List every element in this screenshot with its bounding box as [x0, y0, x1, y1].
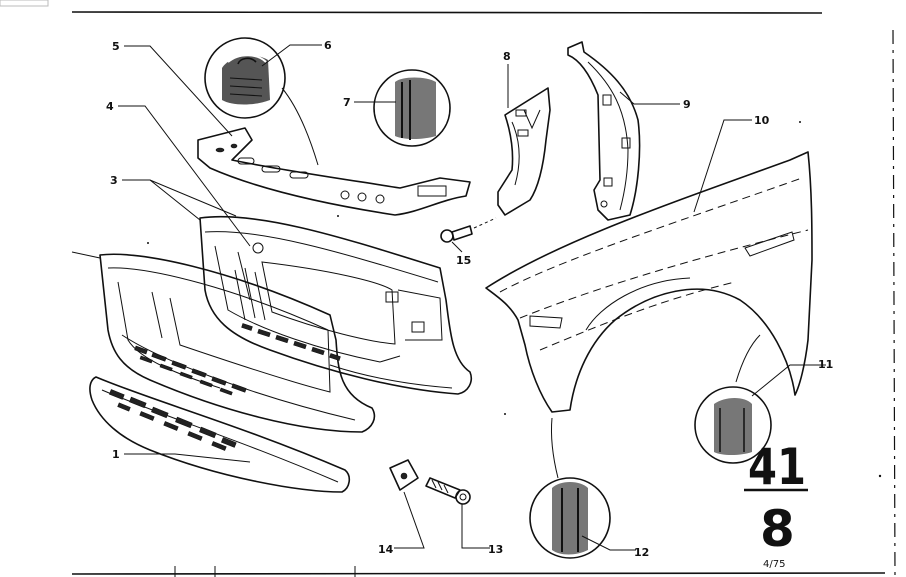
part-front-fender [485, 151, 813, 413]
part-bolt [440, 225, 473, 243]
detail-circle-12 [529, 477, 611, 559]
part-front-frame [71, 251, 376, 433]
callout-12: 12 [634, 546, 649, 559]
callout-13: 13 [488, 543, 503, 556]
callout-5: 5 [112, 40, 120, 53]
callout-9: 9 [683, 98, 691, 111]
part-upper-support [197, 127, 471, 216]
callout-8: 8 [503, 50, 511, 63]
callout-1: 1 [112, 448, 120, 461]
part-lower-spoiler [89, 376, 351, 493]
subgroup-number: 8 [760, 500, 795, 558]
detail-circle-11 [694, 386, 772, 464]
date-code: 4/75 [763, 559, 785, 570]
callout-6: 6 [324, 39, 332, 52]
part-grille-panel [199, 215, 473, 395]
group-number: 41 [748, 438, 806, 496]
leader-lines [118, 44, 826, 551]
callout-14: 14 [378, 543, 394, 556]
group-number-block: 41 8 4/75 [744, 438, 808, 570]
callout-15: 15 [456, 254, 471, 267]
detail-circle-6 [204, 37, 286, 119]
callout-11: 11 [818, 358, 833, 371]
callout-10: 10 [754, 114, 770, 127]
part-bracket-left [497, 87, 551, 216]
scan-specks [147, 121, 882, 478]
part-screw [425, 477, 471, 505]
detail-circle-7 [373, 69, 451, 147]
part-clip-nut [389, 459, 419, 491]
callout-7: 7 [343, 96, 351, 109]
callout-labels: 1 3 4 5 6 7 8 9 10 11 12 13 14 15 [106, 39, 833, 559]
callout-4: 4 [106, 100, 114, 113]
part-side-bracket [567, 41, 641, 221]
callout-3: 3 [110, 174, 118, 187]
